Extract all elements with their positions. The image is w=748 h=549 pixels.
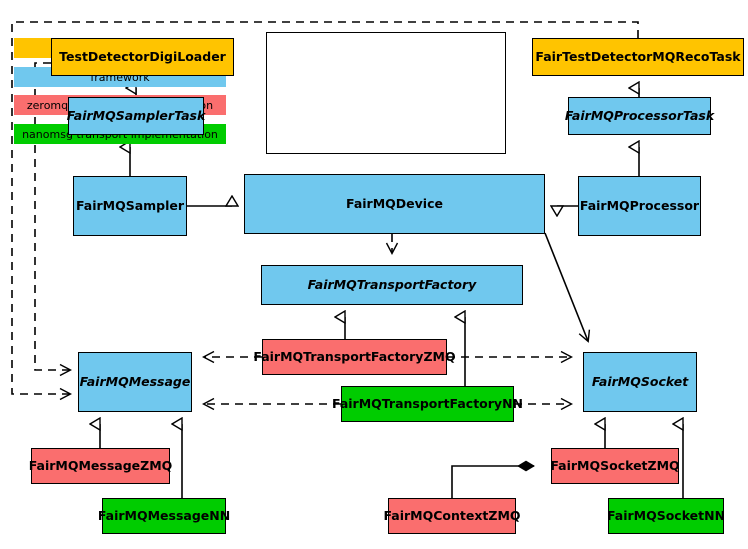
class-node-fairmqsocket[interactable]: FairMQSocket — [583, 352, 697, 412]
class-node-fairmqsamplertask[interactable]: FairMQSamplerTask — [67, 97, 205, 135]
class-node-fairmqsocketnn[interactable]: FairMQSocketNN — [607, 498, 725, 534]
class-node-fairmqprocessortask[interactable]: FairMQProcessorTask — [565, 97, 714, 135]
edge-digiloader-to-message — [34, 62, 73, 377]
edge-device-to-socket — [544, 232, 591, 343]
class-node-fairmqprocessor[interactable]: FairMQProcessor — [578, 176, 701, 236]
class-node-fairmqtransportfactoryzmq[interactable]: FairMQTransportFactoryZMQ — [253, 339, 456, 375]
class-node-fairtestdetectormqrecotask[interactable]: FairTestDetectorMQRecoTask — [532, 38, 744, 76]
class-node-fairmqsampler[interactable]: FairMQSampler — [73, 176, 187, 236]
class-node-fairmqtransportfactory[interactable]: FairMQTransportFactory — [261, 265, 523, 305]
class-node-fairmqmessagezmq[interactable]: FairMQMessageZMQ — [29, 448, 172, 484]
legend — [266, 32, 506, 154]
class-node-fairmqdevice[interactable]: FairMQDevice — [244, 174, 545, 234]
class-node-testdetectordigiloader[interactable]: TestDetectorDigiLoader — [51, 38, 234, 76]
class-node-fairmqmessagenn[interactable]: FairMQMessageNN — [98, 498, 230, 534]
class-node-fairmqtransportfactorynn[interactable]: FairMQTransportFactoryNN — [332, 386, 523, 422]
class-node-fairmqmessage[interactable]: FairMQMessage — [78, 352, 192, 412]
class-node-fairmqsocketzmq[interactable]: FairMQSocketZMQ — [550, 448, 680, 484]
class-node-fairmqcontextzmq[interactable]: FairMQContextZMQ — [383, 498, 521, 534]
